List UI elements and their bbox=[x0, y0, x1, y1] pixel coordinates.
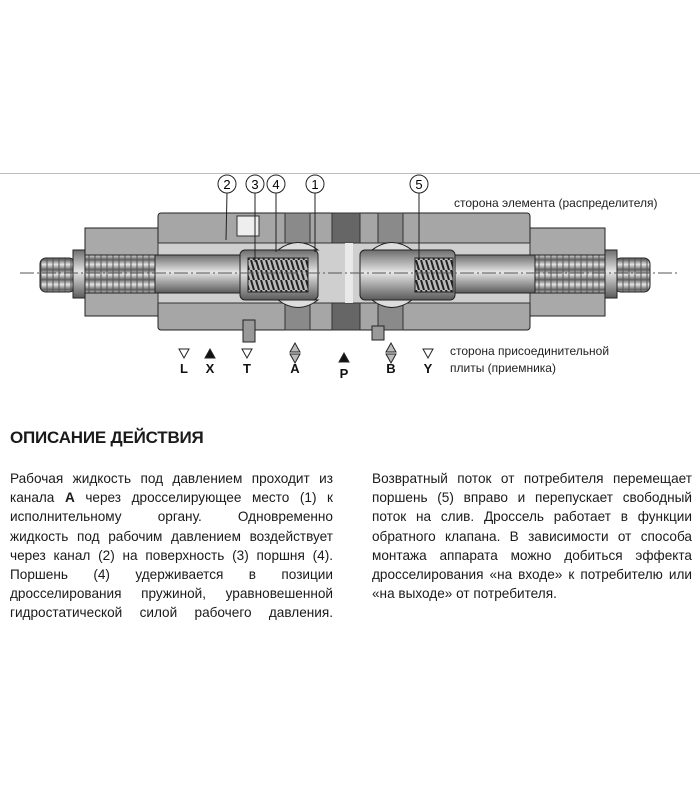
port-y: Y bbox=[424, 361, 433, 376]
port-t: T bbox=[243, 361, 251, 376]
right-paragraph: Возвратный поток от потребителя перемеща… bbox=[372, 469, 692, 603]
port-l: L bbox=[180, 361, 188, 376]
svg-text:1: 1 bbox=[311, 177, 318, 192]
left-paragraph: Рабочая жидкость под давлением проходит … bbox=[10, 469, 333, 623]
right-adjust-screw bbox=[614, 257, 651, 293]
section-title: ОПИСАНИЕ ДЕЙСТВИЯ bbox=[10, 428, 204, 447]
text-line: Рабочая жидкость под давлением проходит … bbox=[10, 471, 333, 486]
port-x: X bbox=[206, 361, 215, 376]
text-line: исполнительному органу. Одновременно bbox=[10, 509, 333, 525]
callout-4: 4 bbox=[266, 174, 286, 252]
callout-2: 2 bbox=[217, 174, 237, 241]
text-line: Поршень (4) удерживается в позиции bbox=[10, 567, 333, 583]
port-a: A bbox=[290, 361, 300, 376]
text-line: «на выходе» от потребителя. bbox=[372, 586, 557, 602]
port-l-triangle bbox=[178, 348, 190, 360]
callout-1: 1 bbox=[305, 174, 325, 252]
text-span: канала bbox=[10, 490, 65, 506]
text-line: поток на слив. Дроссель работает в функц… bbox=[372, 509, 692, 525]
valve-cross-section-diagram: 2 3 4 1 5 L X T A P B Y bbox=[20, 174, 680, 380]
top-divider bbox=[0, 173, 700, 174]
channel-a-bold: A bbox=[64, 490, 75, 506]
text-line: канала A через дросселирующее место (1) … bbox=[10, 488, 333, 507]
text-line: дросселирования «на входе» к потребителю… bbox=[372, 567, 692, 583]
text-line: обратного клапана. В зависимости от спос… bbox=[372, 528, 692, 544]
text-line: жидкость под рабочим давлением воздейств… bbox=[10, 528, 333, 544]
text-line: дросселирования пружиной, уравновешенной bbox=[10, 586, 333, 602]
callout-5: 5 bbox=[409, 174, 429, 258]
text-line: Возвратный поток от потребителя перемеща… bbox=[372, 471, 692, 486]
text-line: гидростатической силой рабочего давления… bbox=[10, 605, 333, 621]
callout-3: 3 bbox=[245, 174, 265, 262]
svg-text:2: 2 bbox=[223, 177, 230, 192]
text-line: поршень (5) вправо и перепускает свободн… bbox=[372, 490, 692, 506]
subplate-side-label-2: плиты (приемника) bbox=[450, 361, 556, 375]
text-span: через дросселирующее место (1) к bbox=[74, 490, 333, 506]
text-line: монтажа аппарата можно добиться эффекта bbox=[372, 547, 692, 563]
subplate-side-label-1: сторона присоединительной bbox=[450, 344, 610, 358]
svg-text:4: 4 bbox=[272, 177, 279, 192]
port-b: B bbox=[386, 361, 395, 376]
svg-text:5: 5 bbox=[415, 177, 422, 192]
left-adjust-screw bbox=[39, 257, 76, 293]
svg-text:3: 3 bbox=[251, 177, 258, 192]
element-side-label: сторона элемента (распределителя) bbox=[454, 196, 658, 210]
port-p: P bbox=[340, 366, 349, 380]
text-line: через канал (2) на поверхность (3) поршн… bbox=[10, 547, 333, 563]
